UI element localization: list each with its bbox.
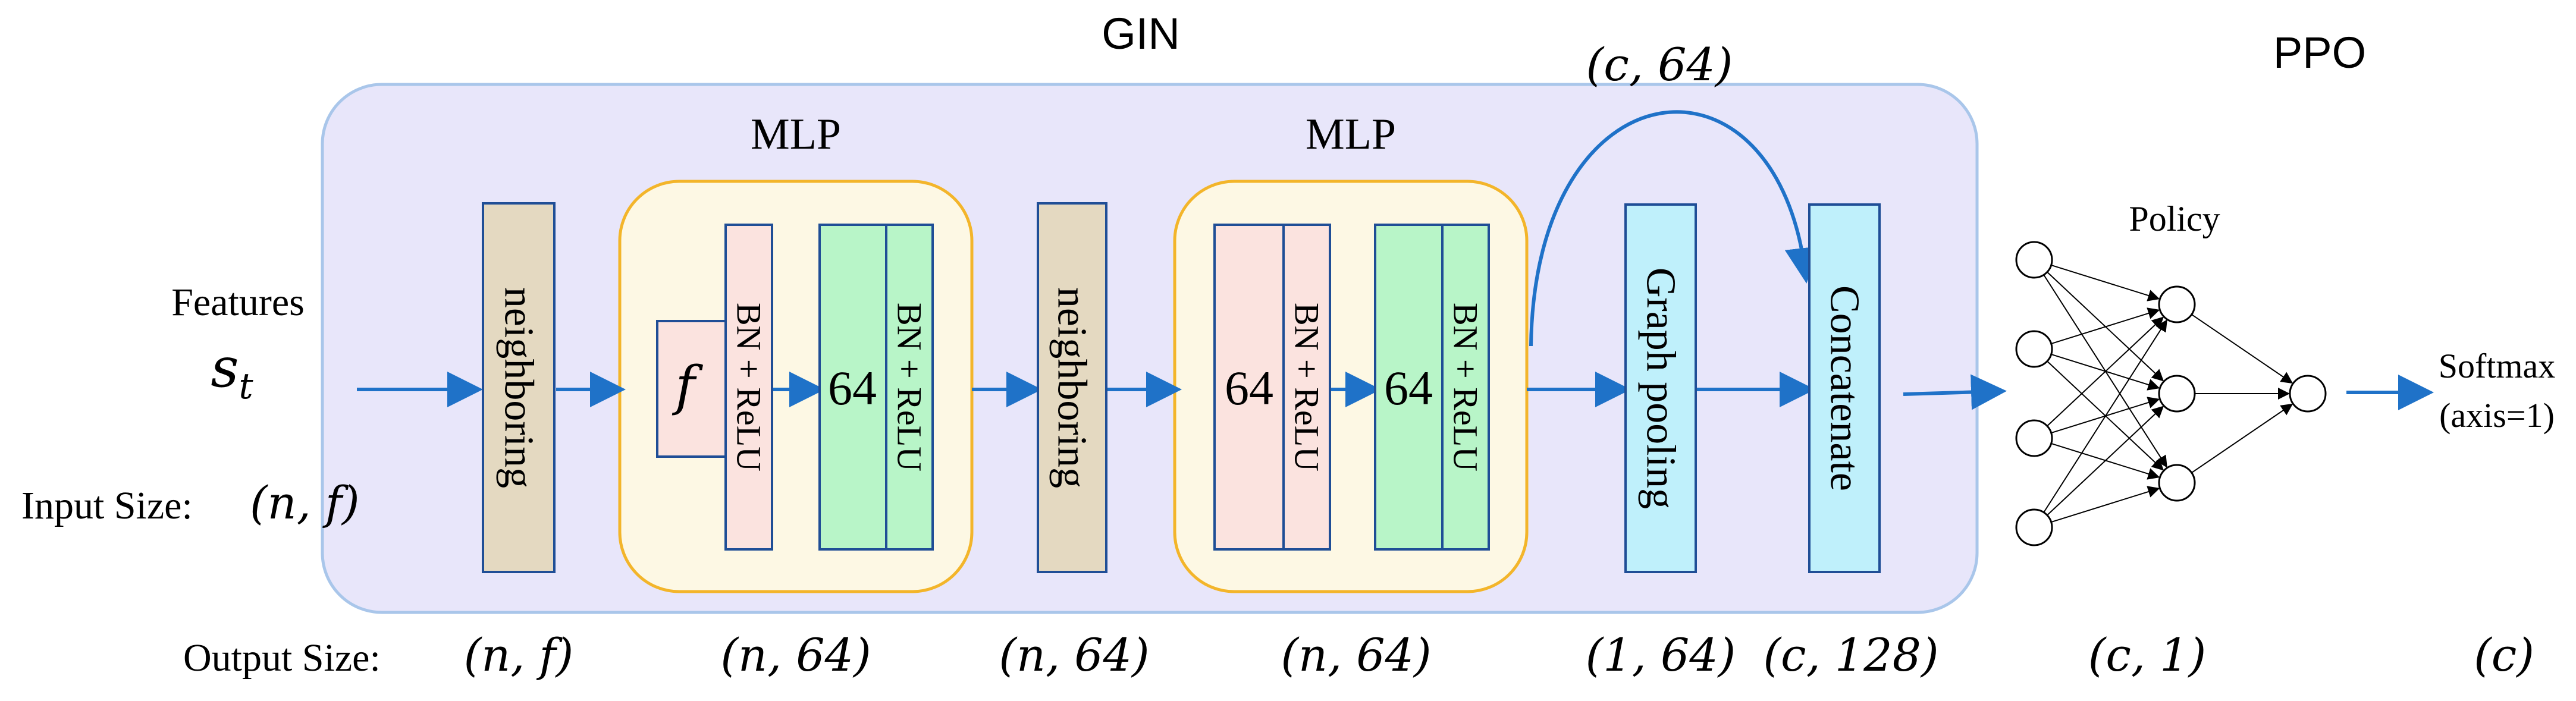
- graph-pooling-label: Graph pooling: [1638, 268, 1684, 509]
- output-size-mlp-2: (n, 64): [1281, 628, 1431, 681]
- policy-neuron-layer0-1: [2015, 330, 2053, 368]
- arrow-concatenate-to-policy: [1903, 374, 2007, 410]
- concatenate-block: [1808, 203, 1881, 573]
- output-size-mlp-1: (n, 64): [720, 628, 871, 681]
- policy-neuron-layer0-2: [2015, 419, 2053, 457]
- policy-neuron-layer1-1: [2158, 375, 2196, 413]
- policy-neuron-layer1-0: [2158, 285, 2196, 323]
- mlp1-bn-relu-label-1: BN + ReLU: [730, 303, 768, 471]
- policy-edge-0-3-2: [2051, 486, 2160, 523]
- mlp1-bn-relu-block-1: [724, 224, 773, 551]
- gin-container: [321, 83, 1979, 614]
- output-size-concatenate: (c, 128): [1763, 628, 1938, 681]
- neighboring-label-2: neighboring: [1049, 287, 1095, 488]
- mlp-title-1: MLP: [751, 110, 841, 159]
- output-size-policy: (c, 1): [2088, 628, 2207, 681]
- mlp-title-2: MLP: [1306, 110, 1396, 159]
- input-size-value: (n, f): [250, 476, 360, 529]
- policy-label: Policy: [2129, 199, 2220, 238]
- state-symbol: st: [211, 336, 253, 407]
- policy-neuron-layer0-3: [2015, 508, 2053, 546]
- output-size-label: Output Size:: [183, 636, 381, 680]
- output-size-graph-pooling: (1, 64): [1586, 628, 1736, 681]
- skip-connection-shape: (c, 64): [1586, 38, 1733, 91]
- softmax-axis-label: (axis=1): [2439, 396, 2555, 435]
- policy-neuron-layer1-2: [2158, 464, 2196, 502]
- state-letter: s: [211, 336, 239, 400]
- mlp2-linear-64-label: 64: [1225, 361, 1273, 415]
- features-label: Features: [171, 281, 305, 324]
- concatenate-label: Concatenate: [1822, 285, 1868, 491]
- mlp2-bn-relu-label-1: BN + ReLU: [1288, 303, 1326, 471]
- mlp1-bn-relu-block-2: [885, 224, 934, 551]
- policy-edge-0-0-0: [2051, 264, 2160, 301]
- mlp2-bn-relu-block-2: [1441, 224, 1490, 551]
- mlp2-bn-relu-block-1: [1282, 224, 1331, 551]
- mlp1-hidden-64-label: 64: [828, 361, 877, 415]
- mlp2-hidden-64-label: 64: [1384, 361, 1433, 415]
- policy-network: [2015, 241, 2327, 546]
- neighboring-label-1: neighboring: [496, 287, 542, 488]
- policy-edge-0-3-1: [2047, 405, 2164, 516]
- gin-title: GIN: [1102, 9, 1180, 58]
- input-size-label: Input Size:: [21, 484, 193, 527]
- output-size-softmax: (c): [2474, 628, 2534, 681]
- skip-connection-arrow: [1529, 110, 1821, 347]
- policy-edge-1-0-0: [2191, 314, 2293, 384]
- mlp2-bn-relu-label-2: BN + ReLU: [1447, 303, 1485, 471]
- policy-neuron-layer2-0: [2289, 375, 2327, 413]
- policy-edge-1-2-0: [2191, 403, 2293, 473]
- softmax-label: Softmax: [2439, 347, 2556, 385]
- policy-edge-0-3-0: [2043, 319, 2167, 513]
- ppo-title: PPO: [2273, 28, 2366, 77]
- graph-pooling-block: [1624, 203, 1697, 573]
- mlp1-bn-relu-label-2: BN + ReLU: [890, 303, 929, 471]
- policy-edge-0-1-0: [2051, 307, 2160, 345]
- neighboring-block-2: [1037, 202, 1107, 573]
- policy-neuron-layer0-0: [2015, 241, 2053, 279]
- neighboring-block-1: [482, 202, 556, 573]
- policy-edge-0-2-0: [2047, 316, 2164, 427]
- output-size-neighboring-1: (n, f): [464, 628, 574, 681]
- state-subscript: t: [239, 366, 254, 407]
- output-size-neighboring-2: (n, 64): [999, 628, 1149, 681]
